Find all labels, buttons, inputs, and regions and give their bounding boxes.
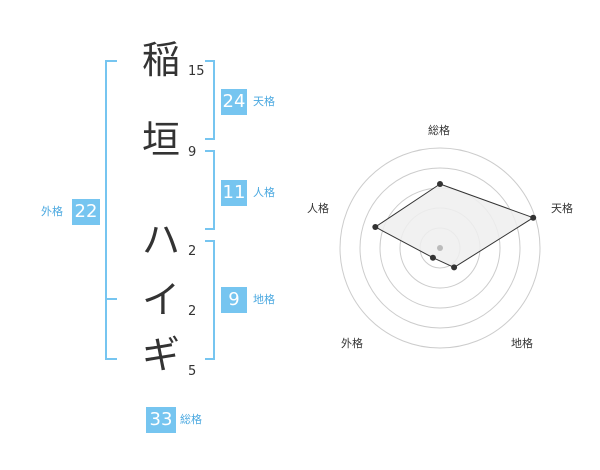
name-char-4: イ — [141, 278, 180, 322]
radar-center-dot — [437, 245, 443, 251]
radar-axis-label-chikaku: 地格 — [511, 337, 533, 350]
chikaku-badge: 9 — [221, 287, 247, 313]
stroke-count-2: 9 — [188, 145, 197, 160]
tenkaku-label: 天格 — [253, 95, 275, 108]
tenkaku-badge: 24 — [221, 89, 247, 115]
stroke-count-1: 15 — [188, 64, 205, 79]
radar-grid-ring — [339, 147, 541, 349]
chikaku-bracket — [205, 240, 215, 360]
radar-axis-label-soukaku: 総格 — [428, 124, 450, 137]
chikaku-label: 地格 — [253, 293, 275, 306]
name-diagram: 稲 垣 ハ イ ギ 15 9 2 2 5 24 天格 11 人格 9 地格 外格… — [41, 38, 275, 433]
name-char-2: 垣 — [141, 118, 180, 162]
radar-point-1 — [437, 181, 443, 187]
radar-grid-ring — [379, 187, 501, 309]
name-char-5: ギ — [141, 333, 180, 377]
radar-point-4 — [429, 254, 436, 261]
stroke-count-5: 5 — [188, 364, 197, 379]
name-char-3: ハ — [141, 218, 180, 262]
radar-axis-label-jinkaku: 人格 — [307, 202, 329, 215]
gaikaku-label: 外格 — [41, 205, 63, 218]
radar-point-3 — [451, 264, 458, 271]
radar-point-2 — [530, 214, 537, 221]
radar-grid-ring — [419, 227, 461, 269]
jinkaku-label: 人格 — [253, 186, 275, 199]
stroke-count-4: 2 — [188, 304, 197, 319]
radar-point-5 — [372, 223, 379, 230]
gaikaku-bracket-tick — [105, 298, 117, 300]
soukaku-badge: 33 — [146, 407, 176, 433]
radar-polygon — [374, 183, 535, 268]
gaikaku-badge: 22 — [72, 199, 100, 225]
name-char-1: 稲 — [141, 38, 180, 82]
radar-grid-ring — [399, 207, 481, 289]
soukaku-label: 総格 — [180, 413, 202, 426]
tenkaku-bracket — [205, 60, 215, 140]
radar-axis-label-gaikaku: 外格 — [341, 337, 363, 350]
jinkaku-bracket — [205, 150, 215, 230]
jinkaku-badge: 11 — [221, 180, 247, 206]
stroke-count-3: 2 — [188, 244, 197, 259]
radar-axis-label-tenkaku: 天格 — [551, 202, 573, 215]
gaikaku-bracket — [105, 60, 117, 360]
radar-grid-ring — [359, 167, 521, 329]
